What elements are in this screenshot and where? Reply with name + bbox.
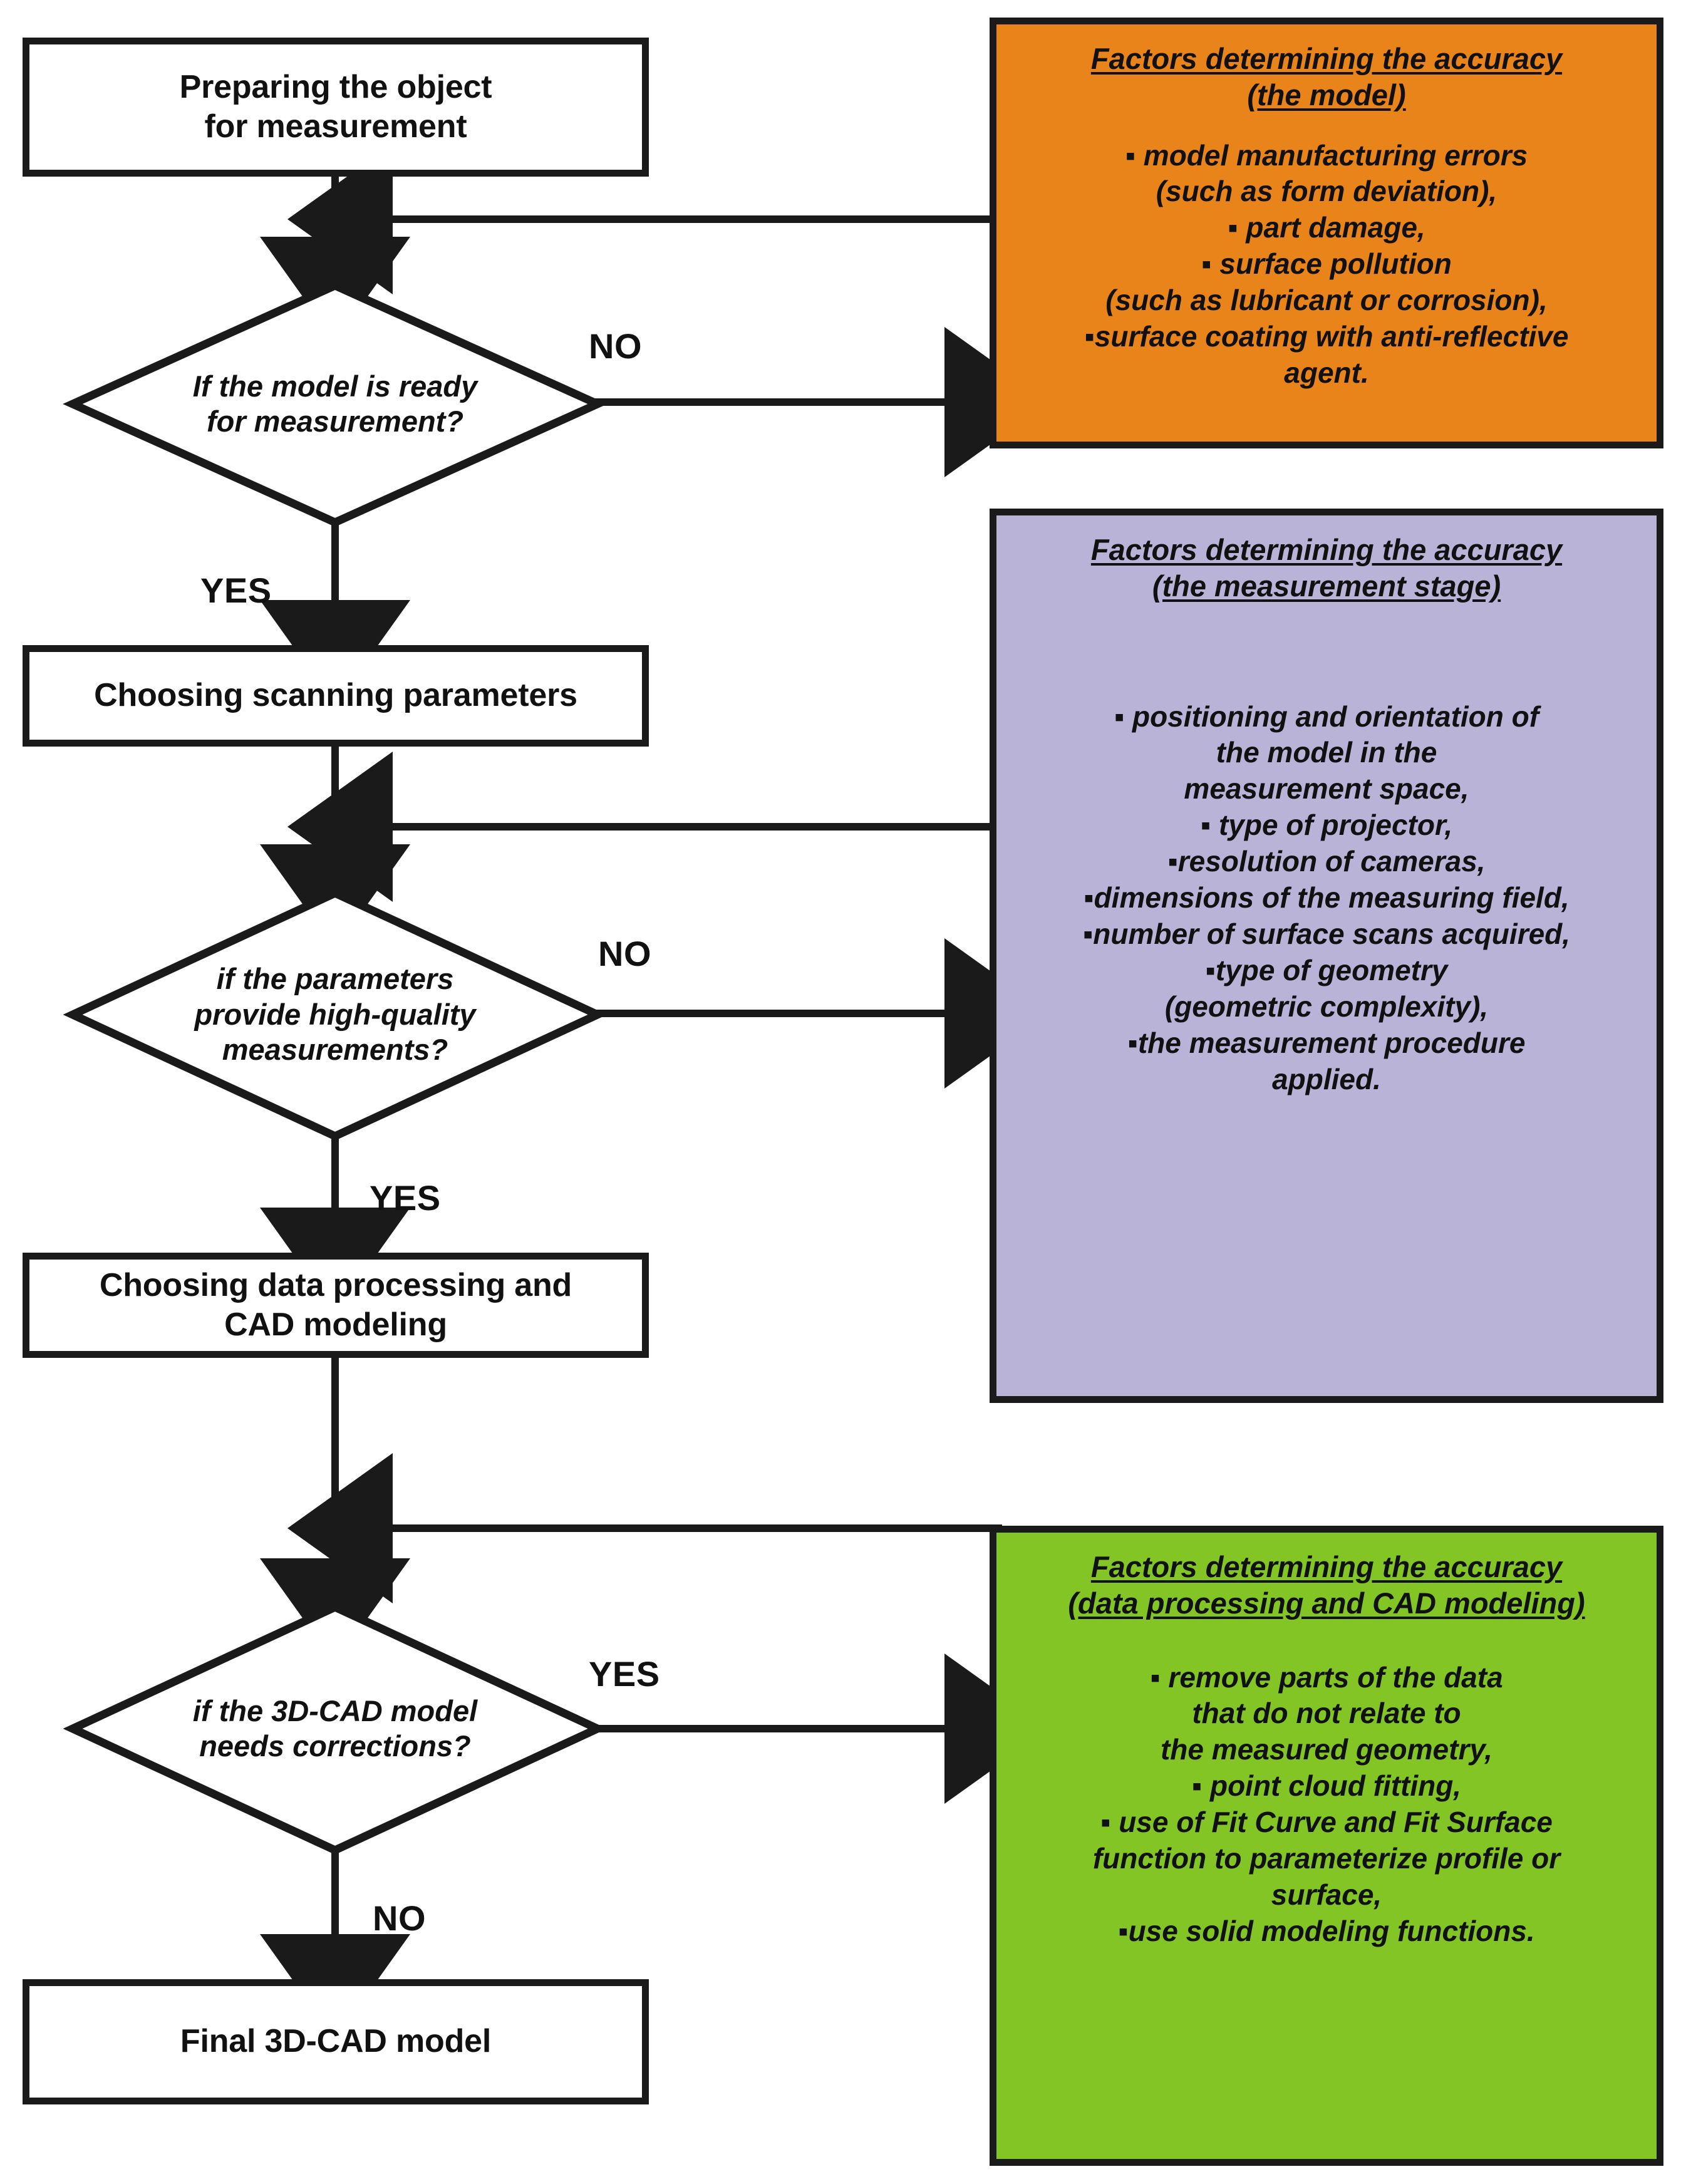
branch-label-model-ready-no: NO xyxy=(589,326,642,366)
info-panel-cad-factors: Factors determining the accuracy (data p… xyxy=(990,1526,1663,2166)
process-box-prepare-object[interactable]: Preparing the object for measurement xyxy=(23,38,649,177)
process-label-final-model: Final 3D-CAD model xyxy=(180,2023,492,2060)
branch-label-model-ready-yes: YES xyxy=(200,571,272,610)
branch-label-parameters-yes: YES xyxy=(370,1178,441,1218)
info-panel-body-measurement: ▪ positioning and orientation of the mod… xyxy=(1082,700,1571,1096)
diamond-shape-parameters-quality xyxy=(63,888,608,1141)
process-box-choosing-data-processing[interactable]: Choosing data processing and CAD modelin… xyxy=(23,1253,649,1358)
process-label-choosing-scanning-parameters: Choosing scanning parameters xyxy=(94,677,577,714)
decision-diamond-needs-corrections[interactable]: if the 3D-CAD model needs corrections? xyxy=(63,1602,608,1855)
branch-label-corrections-yes: YES xyxy=(589,1654,660,1694)
process-label-prepare-object: Preparing the object for measurement xyxy=(179,68,492,145)
process-box-final-model[interactable]: Final 3D-CAD model xyxy=(23,1979,649,2104)
info-panel-title-cad: Factors determining the accuracy (data p… xyxy=(1068,1550,1585,1620)
diamond-shape-needs-corrections xyxy=(63,1602,608,1855)
branch-label-parameters-no: NO xyxy=(598,934,651,973)
decision-diamond-model-ready[interactable]: If the model is ready for measurement? xyxy=(63,281,608,527)
info-panel-title-measurement: Factors determining the accuracy (the me… xyxy=(1090,533,1563,603)
process-label-choosing-data-processing: Choosing data processing and CAD modelin… xyxy=(99,1266,572,1343)
diamond-shape-model-ready xyxy=(63,281,608,527)
info-panel-body-cad: ▪ remove parts of the data that do not r… xyxy=(1092,1660,1561,1948)
decision-diamond-parameters-quality[interactable]: if the parameters provide high-quality m… xyxy=(63,888,608,1141)
info-panel-body-model: ▪ model manufacturing errors (such as fo… xyxy=(1084,138,1569,390)
info-panel-title-model: Factors determining the accuracy (the mo… xyxy=(1090,42,1563,112)
info-panel-model-factors: Factors determining the accuracy (the mo… xyxy=(990,18,1663,448)
info-panel-measurement-factors: Factors determining the accuracy (the me… xyxy=(990,509,1663,1403)
branch-label-corrections-no: NO xyxy=(373,1898,426,1938)
process-box-choosing-scanning-parameters[interactable]: Choosing scanning parameters xyxy=(23,645,649,747)
